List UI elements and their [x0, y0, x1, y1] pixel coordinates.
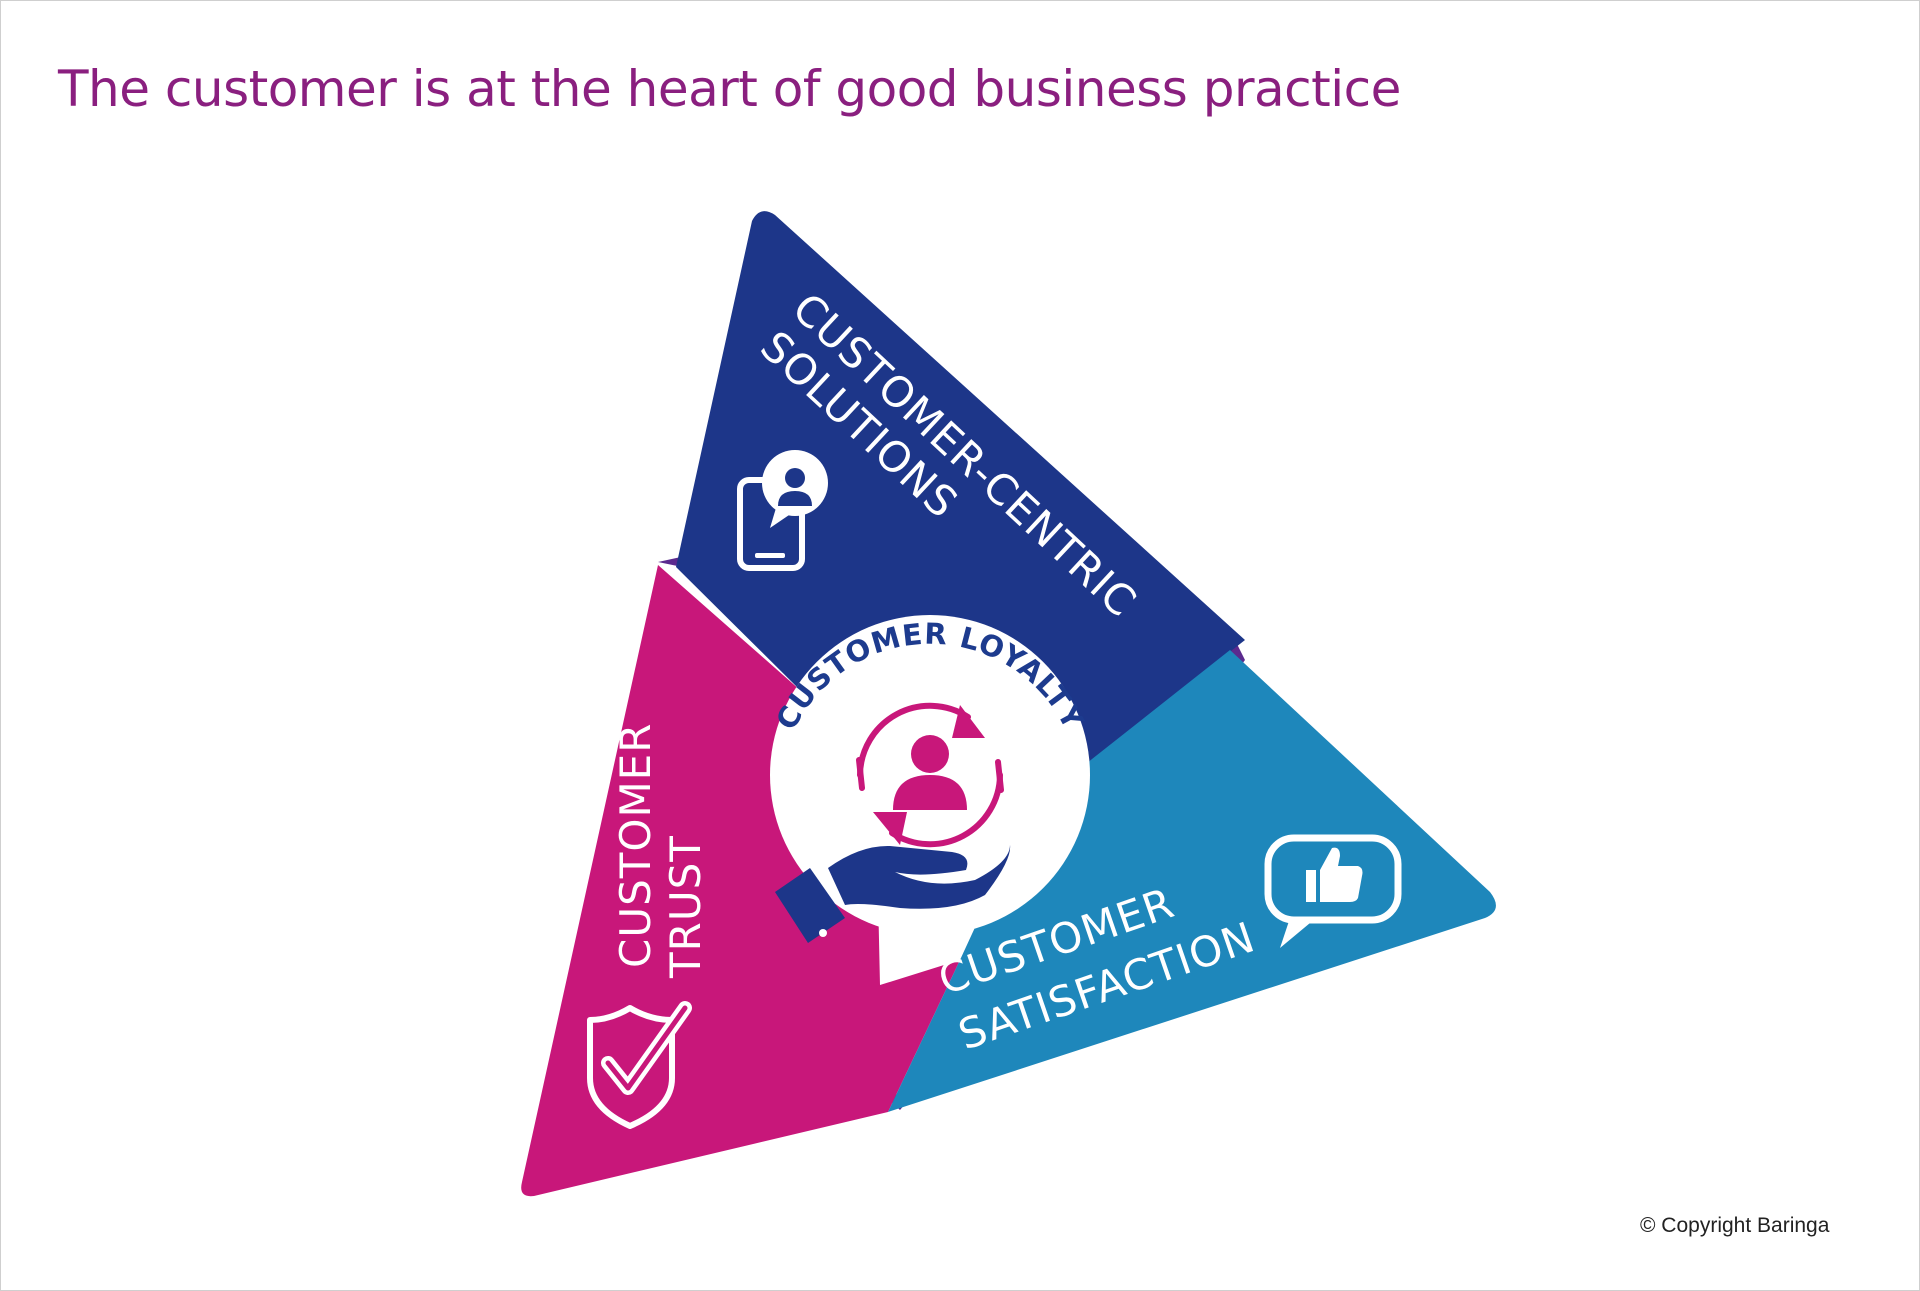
segment-customer-trust[interactable] — [521, 565, 960, 1197]
cycle-arrowhead-top — [952, 705, 985, 738]
segment-customer-satisfaction[interactable] — [888, 650, 1496, 1112]
copyright-text: © Copyright Baringa — [1640, 1214, 1830, 1237]
cycle-arrows-icon — [856, 702, 1004, 848]
shield-check-icon — [587, 1001, 692, 1129]
hand-icon — [775, 845, 1011, 943]
person-icon — [893, 735, 967, 810]
cycle-arrowhead-bottom — [873, 812, 907, 845]
segment-customer-centric-solutions[interactable] — [676, 211, 1245, 809]
trust-label-line1: CUSTOMER — [611, 723, 660, 968]
thumbs-up-speech-icon — [1264, 834, 1402, 948]
phone-chat-icon — [737, 450, 828, 571]
page-title: The customer is at the heart of good bus… — [58, 60, 1401, 118]
trust-label-line2: TRUST — [661, 835, 710, 979]
